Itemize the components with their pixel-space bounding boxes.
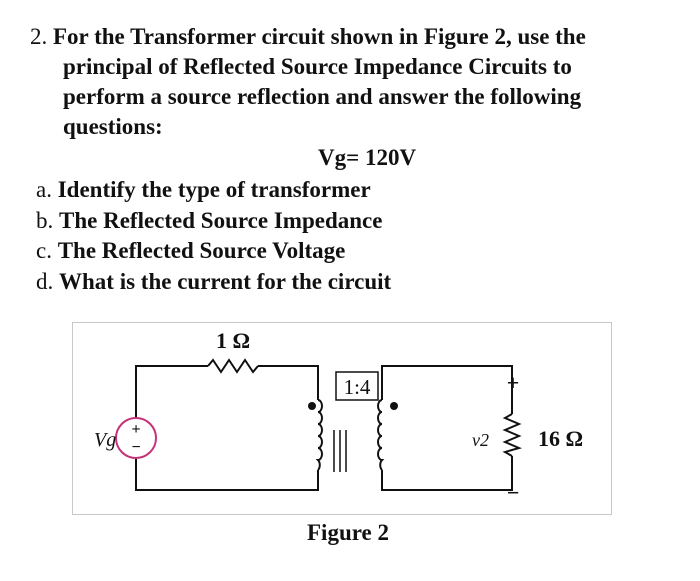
- source-plus-sign: +: [131, 421, 140, 438]
- turns-ratio-box: [335, 371, 379, 401]
- secondary-wires: [381, 365, 513, 491]
- primary-polarity-dot: [308, 402, 316, 410]
- resistor-1-zigzag: [207, 358, 259, 374]
- primary-wires: [135, 365, 319, 491]
- sub-question-b: b. The Reflected Source Impedance: [36, 206, 391, 237]
- turns-ratio-label: 1:4: [344, 375, 371, 399]
- question-text-2: principal of Reflected Source Impedance …: [63, 54, 572, 79]
- question-text-1: For the Transformer circuit shown in Fig…: [53, 24, 586, 49]
- wire-primary-top-right: [258, 365, 319, 400]
- voltage-source-circle: [115, 417, 157, 459]
- sub-question-letter: a.: [36, 177, 52, 202]
- sub-question-text: The Reflected Source Voltage: [57, 238, 346, 263]
- source-minus-sign: −: [131, 439, 140, 456]
- load-resistor-label: 16 Ω: [538, 426, 583, 451]
- load-plus-sign: +: [507, 370, 520, 395]
- wire-primary-bottom: [135, 458, 319, 491]
- sub-question-c: c. The Reflected Source Voltage: [36, 236, 391, 267]
- given-voltage: Vg= 120V: [318, 145, 417, 170]
- load-minus-sign: −: [507, 480, 520, 505]
- sub-question-letter: d.: [36, 268, 54, 294]
- question-line-1: 2. For the Transformer circuit shown in …: [30, 22, 680, 52]
- sub-question-letter: b.: [36, 207, 54, 233]
- sub-question-text: What is the current for the circuit: [59, 268, 392, 294]
- primary-coil: [315, 399, 323, 471]
- sub-question-text: The Reflected Source Impedance: [59, 207, 383, 233]
- sub-question-d: d. What is the current for the circuit: [36, 267, 391, 298]
- secondary-coil: [377, 399, 385, 471]
- resistor-1-label: 1 Ω: [216, 328, 250, 353]
- load-voltage-label: v2: [472, 430, 489, 450]
- question-block: 2. For the Transformer circuit shown in …: [30, 22, 680, 142]
- load-resistor-zigzag: [502, 413, 522, 457]
- secondary-polarity-dot: [390, 402, 398, 410]
- sub-question-letter: c.: [36, 238, 52, 263]
- figure-frame: [72, 322, 612, 515]
- question-number: 2.: [30, 24, 48, 49]
- sub-question-text: Identify the type of transformer: [57, 177, 371, 202]
- source-label: Vg: [94, 429, 116, 451]
- sub-question-list: a. Identify the type of transformer b. T…: [36, 175, 391, 297]
- question-text-3: perform a source reflection and answer t…: [63, 84, 582, 109]
- wire-secondary-top: [381, 365, 513, 414]
- wire-secondary-bottom: [381, 456, 513, 491]
- circuit-figure: 1 Ω + − Vg 1:4 16 Ω + − v2 Figure 2: [72, 322, 612, 552]
- sub-question-a: a. Identify the type of transformer: [36, 175, 391, 206]
- circuit-diagram: 1 Ω + − Vg 1:4 16 Ω + − v2 Figure 2: [72, 322, 612, 545]
- question-text-4: questions:: [63, 114, 163, 139]
- figure-caption: Figure 2: [307, 520, 389, 545]
- wire-primary-top-left: [135, 365, 208, 418]
